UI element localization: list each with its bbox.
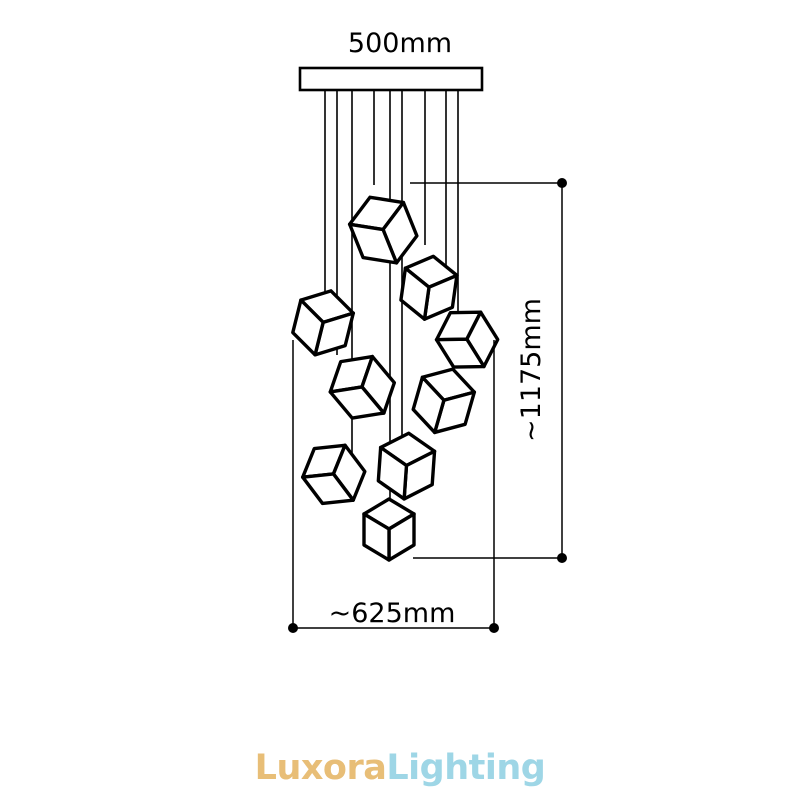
dimension-endpoint-bottom	[557, 553, 567, 563]
cube-center-edge	[433, 400, 445, 433]
cube-shade-2	[399, 254, 459, 321]
brand-logo: LuxoraLighting	[0, 748, 800, 788]
brand-word-luxora: Luxora	[254, 748, 387, 788]
cube-shade-7	[376, 431, 437, 501]
dimension-endpoint-left	[288, 623, 298, 633]
dimension-endpoint-top	[557, 178, 567, 188]
cube-shade-6	[411, 367, 477, 435]
ceiling-canopy-plate	[298, 66, 484, 92]
label-cluster-width: ~625mm	[329, 598, 456, 629]
cube-shade-8	[301, 443, 367, 506]
cube-shade-9	[362, 497, 416, 562]
cube-shade-3	[291, 289, 355, 357]
cube-shade-5	[328, 354, 397, 420]
cube-center-edge	[361, 386, 385, 414]
canopy-plate	[298, 66, 484, 92]
cube-center-edge	[403, 465, 408, 500]
cube-center-edge	[466, 338, 485, 367]
brand-word-lighting: Lighting	[386, 748, 546, 788]
cube-center-edge	[314, 322, 325, 356]
cube-center-edge	[332, 473, 354, 501]
dimension-endpoint-right	[489, 623, 499, 633]
cube-center-edge	[423, 287, 430, 320]
label-drop-height: ~1175mm	[516, 298, 547, 442]
cube-shade-1	[347, 195, 419, 265]
cube-center-edge	[382, 229, 398, 264]
cube-shade-group	[291, 195, 500, 562]
label-canopy-width: 500mm	[348, 28, 452, 59]
cube-shade-4	[434, 310, 500, 369]
dimension-lines	[288, 178, 567, 633]
dimension-labels: 500mm ~1175mm ~625mm	[329, 28, 547, 629]
